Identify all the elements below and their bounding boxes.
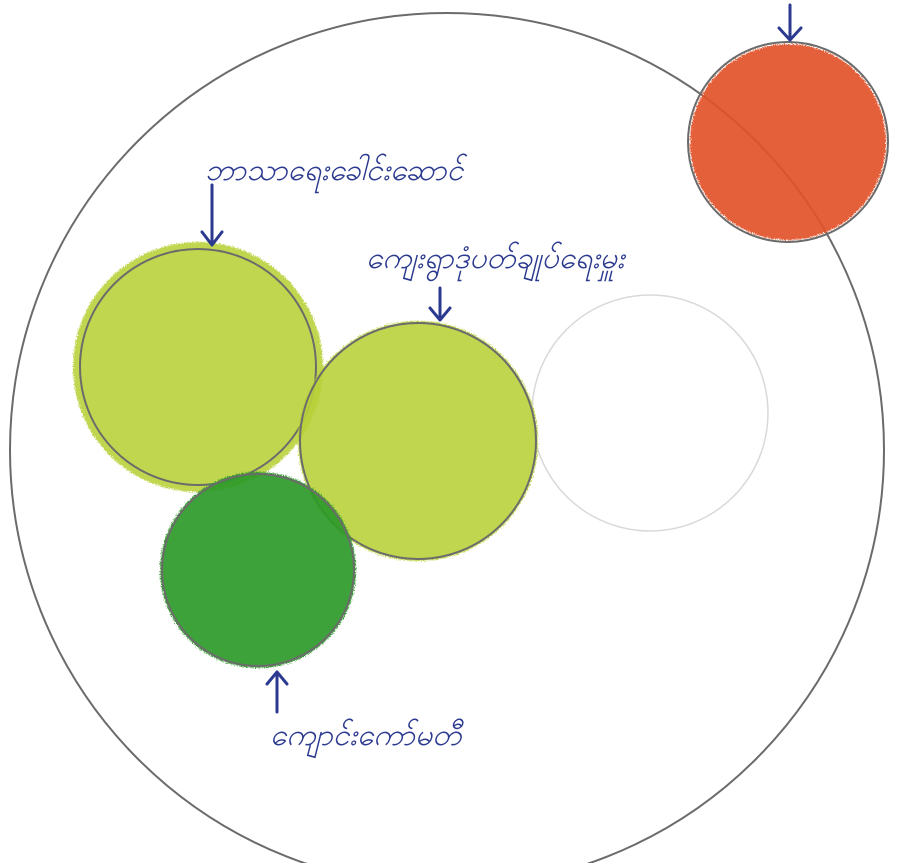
- label-religious-leader: ဘာသာရေးခေါင်းဆောင်: [205, 153, 468, 194]
- arrow-orange-circle: [779, 5, 801, 40]
- orange-circle: [688, 42, 888, 242]
- empty-circle: [532, 295, 768, 531]
- arrow-top-left-label: [202, 185, 222, 245]
- dark-green-circle: [160, 472, 356, 668]
- label-village-administrator: ကျေးရွာဒုံပတ်ချုပ်ရေးမှူး: [366, 241, 627, 282]
- arrow-bottom-label: [267, 672, 287, 712]
- light-green-circle-left: [73, 242, 323, 492]
- label-school-committee: ကျောင်းကော်မတီ: [270, 718, 464, 759]
- arrow-middle-label: [430, 288, 450, 320]
